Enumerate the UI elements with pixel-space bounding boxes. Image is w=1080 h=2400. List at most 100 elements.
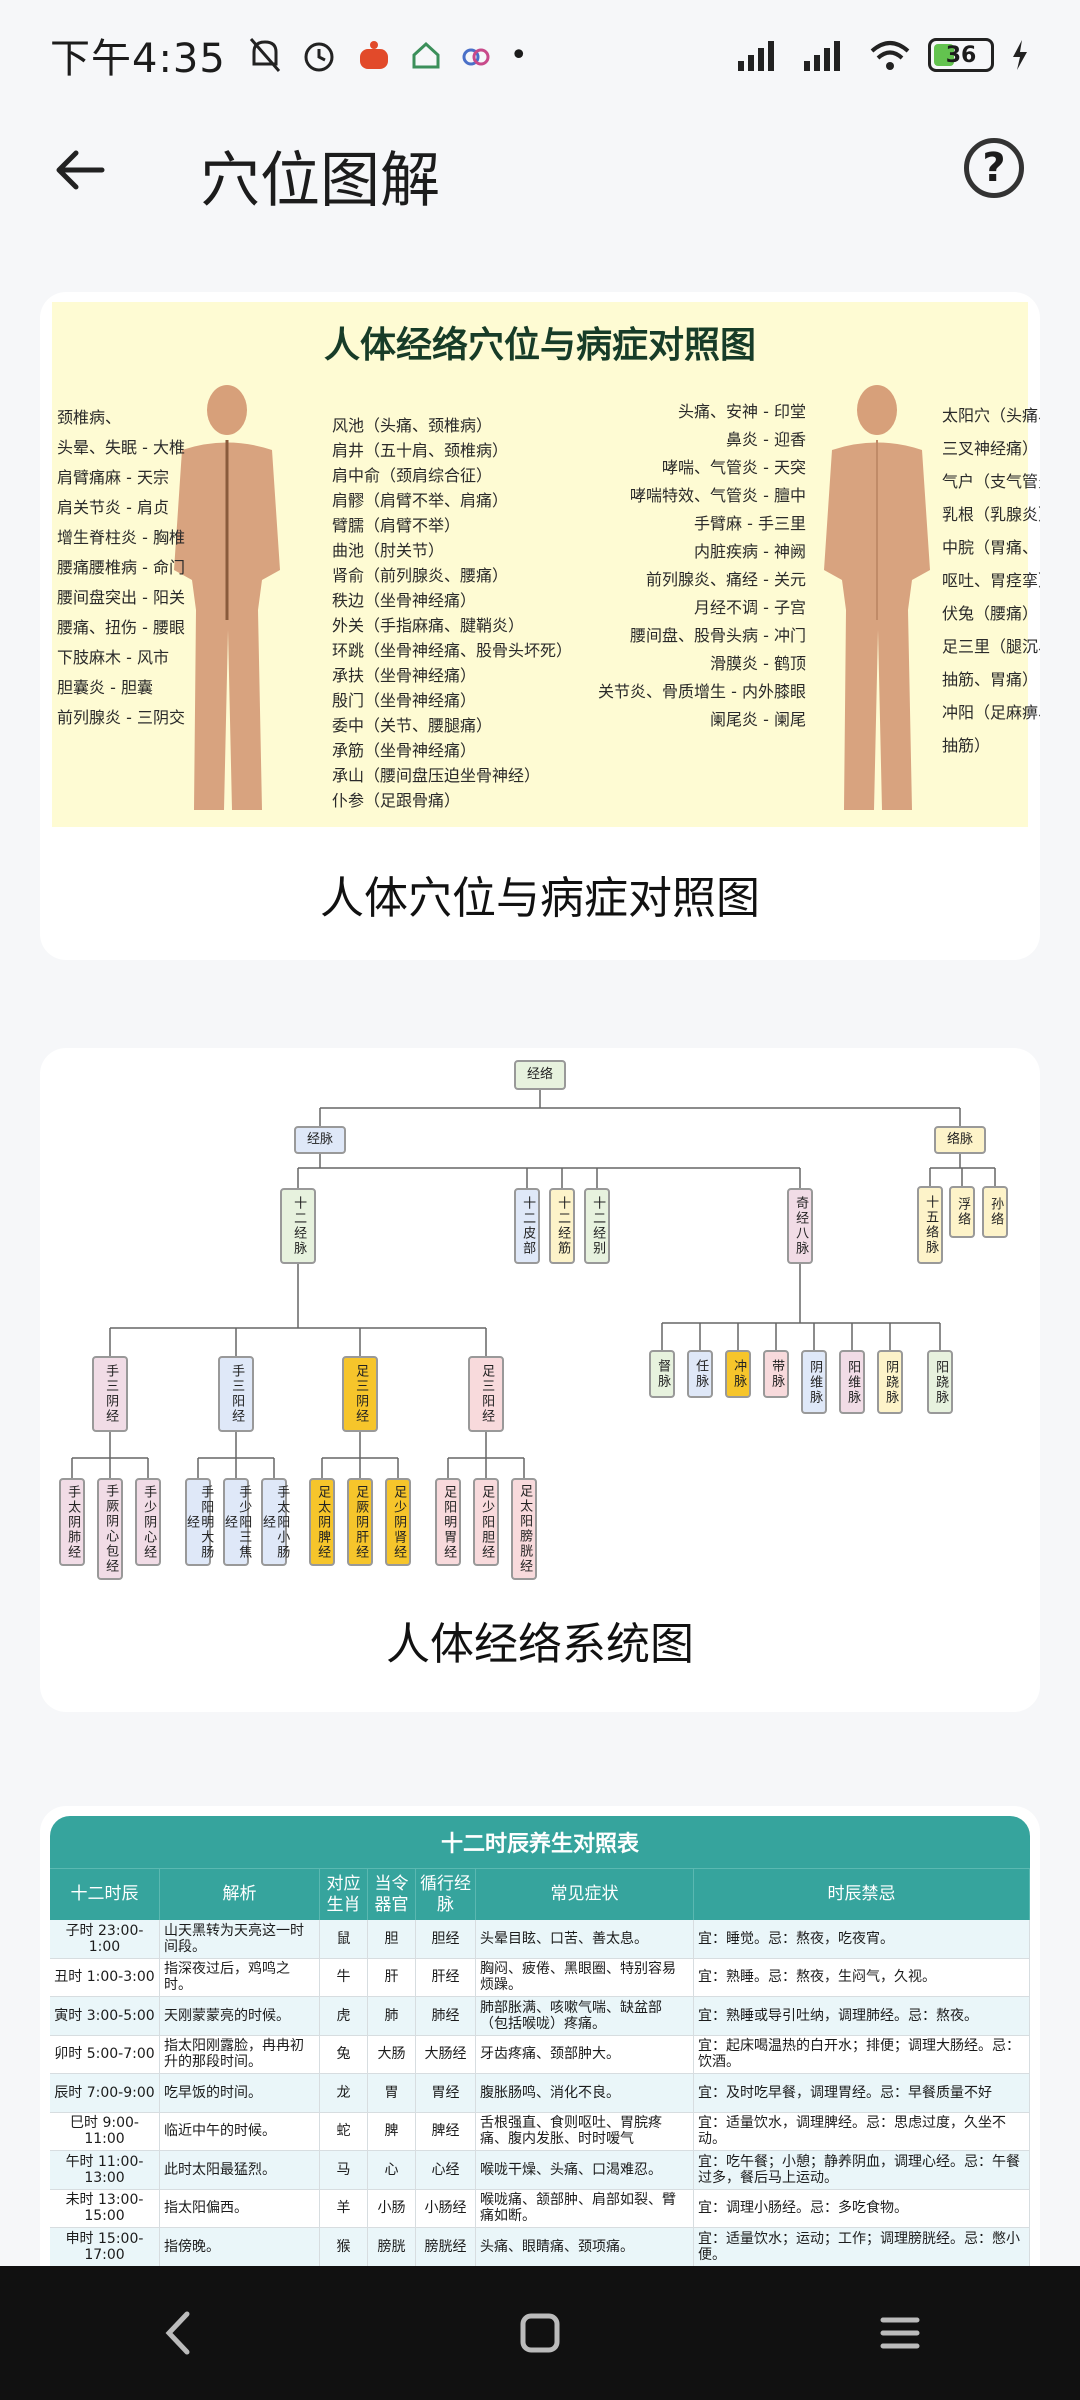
acupoint-image-title: 人体经络穴位与病症对照图: [323, 325, 756, 366]
table-cell: 肺: [368, 1997, 416, 2035]
table-cell: 未时 13:00-15:00: [50, 2189, 160, 2227]
acupoint-label: 肾俞（前列腺炎、腰痛）: [332, 566, 509, 585]
acupoint-label: 足三里（腿沉、: [942, 637, 1040, 656]
tree-connectors: [71, 1088, 996, 1478]
table-cell: 喉咙痛、颔部肿、肩部如裂、臂痛如断。: [476, 2189, 694, 2227]
tree-node: 手少阳三焦经: [222, 1478, 251, 1566]
table-cell: 兔: [320, 2035, 368, 2073]
status-time: 下午4:35: [50, 36, 226, 82]
table-cell: 临近中午的时候。: [160, 2112, 320, 2150]
acupoint-label: 承筋（坐骨神经痛）: [332, 741, 477, 760]
table-cell: 心经: [416, 2151, 476, 2189]
acupoint-label: 委中（关节、腰腿痛）: [332, 716, 493, 735]
help-icon[interactable]: ?: [964, 138, 1024, 198]
charging-icon: [1013, 40, 1027, 70]
tree-node: 手太阴肺经: [59, 1478, 85, 1566]
nav-back-icon[interactable]: [155, 2308, 205, 2358]
table-cell: 肝经: [416, 1958, 476, 1996]
acupoint-label: 肩中俞（颈肩综合征）: [332, 466, 493, 485]
table-cell: 猴: [320, 2228, 368, 2266]
acupoint-label: 臂臑（肩臂不举）: [332, 516, 461, 535]
table-cell: 胸闷、疲倦、黑眼圈、特别容易烦躁。: [476, 1958, 694, 1996]
health-time-table: 十二时辰养生对照表 十二时辰解析对应生肖当令器官循行经脉常见症状时辰禁忌 子时 …: [50, 1816, 1030, 2267]
acupoint-label: 肩髎（肩臂不举、肩痛）: [332, 491, 509, 510]
system-nav-bar: [0, 2266, 1080, 2400]
card-caption: 人体经络系统图: [386, 1619, 694, 1670]
table-cell: 指深夜过后，鸡鸣之时。: [160, 1958, 320, 1996]
acupoint-label: 殷门（坐骨神经痛）: [332, 691, 477, 710]
table-cell: 虎: [320, 1997, 368, 2035]
page-title: 穴位图解: [200, 146, 440, 216]
tree-node: 经脉: [294, 1126, 346, 1154]
tree-node: 十二经别: [584, 1188, 610, 1264]
mute-bell-icon: [249, 38, 280, 72]
table-cell: 山天黑转为天亮这一时间段。: [160, 1920, 320, 1958]
acupoint-label: 前列腺炎 - 三阴交: [57, 708, 185, 727]
table-cell: 小肠经: [416, 2189, 476, 2227]
nav-menu-icon[interactable]: [875, 2308, 925, 2358]
acupoint-label: 风池（头痛、颈椎病）: [332, 416, 493, 435]
acupoint-label: 中脘（胃痛、: [942, 538, 1039, 557]
table-cell: 膀胱: [368, 2228, 416, 2266]
table-cell: 丑时 1:00-3:00: [50, 1958, 160, 1996]
table-cell: 心: [368, 2151, 416, 2189]
table-cell: 宜：调理小肠经。忌：多吃食物。: [694, 2189, 1030, 2227]
table-cell: 卯时 5:00-7:00: [50, 2035, 160, 2073]
table-cell: 胃: [368, 2074, 416, 2112]
tree-node: 阳维脉: [839, 1350, 865, 1414]
table-cell: 脾经: [416, 2112, 476, 2150]
table-cell: 申时 15:00-17:00: [50, 2228, 160, 2266]
table-cell: 鼠: [320, 1920, 368, 1958]
nav-home-icon[interactable]: [515, 2308, 565, 2358]
acupoint-label: 胆囊炎 - 胆囊: [57, 678, 153, 697]
table-header-cell: 时辰禁忌: [694, 1869, 1030, 1920]
table-cell: 此时太阳最猛烈。: [160, 2151, 320, 2189]
acupoint-label: 抽筋、胃痛）: [942, 670, 1039, 689]
body-figure-front: [824, 385, 930, 810]
table-cell: 脾: [368, 2112, 416, 2150]
acupoint-label: 哮喘、气管炎 - 天突: [662, 458, 806, 477]
acupoint-label: 外关（手指麻痛、腱鞘炎）: [332, 616, 525, 635]
acupoint-label: 呕吐、胃痉挛）: [942, 571, 1040, 590]
tree-node: 督脉: [649, 1350, 675, 1398]
table-cell: 子时 23:00-1:00: [50, 1920, 160, 1958]
table-header-cell: 解析: [160, 1869, 320, 1920]
table-cell: 羊: [320, 2189, 368, 2227]
acupoint-label: 腰间盘、股骨头病 - 冲门: [630, 626, 806, 645]
cloud-app-icon: [462, 48, 490, 66]
acupoint-label: 冲阳（足麻痹、: [942, 703, 1040, 722]
table-cell: 辰时 7:00-9:00: [50, 2074, 160, 2112]
tree-node: 手厥阴心包经: [97, 1478, 123, 1580]
acupoint-label: 仆参（足跟骨痛）: [332, 791, 461, 810]
table-cell: 牛: [320, 1958, 368, 1996]
tree-node: 阴跷脉: [877, 1350, 903, 1414]
table-cell: 宜：熟睡或导引吐纳，调理肺经。忌：熬夜。: [694, 1997, 1030, 2035]
table-cell: 胃经: [416, 2074, 476, 2112]
acupoint-chart-card[interactable]: 人体经络穴位与病症对照图 颈椎病、头晕、失眠 - 大椎肩臂痛麻 - 天宗肩关节炎…: [40, 292, 1040, 960]
tree-node: 任脉: [687, 1350, 713, 1398]
tree-node: 络脉: [934, 1126, 986, 1154]
acupoint-label: 肩井（五十肩、颈椎病）: [332, 441, 509, 460]
meridian-system-card[interactable]: 经络经脉络脉十二经脉十二皮部十二经筋十二经别奇经八脉十五络脉浮络孙络手三阴经手三…: [40, 1048, 1040, 1712]
table-cell: 小肠: [368, 2189, 416, 2227]
acupoint-label: 手臂麻 - 手三里: [694, 514, 806, 533]
back-arrow-icon[interactable]: [50, 140, 110, 200]
table-cell: 宜：适量饮水，调理脾经。忌：思虑过度，久坐不动。: [694, 2112, 1030, 2150]
table-cell: 吃早饭的时间。: [160, 2074, 320, 2112]
card-caption: 人体穴位与病症对照图: [320, 873, 760, 924]
more-notifications-dot: •: [509, 37, 528, 73]
acupoint-label: 抽筋）: [942, 736, 991, 755]
tree-node: 手三阳经: [218, 1356, 254, 1432]
tree-node: 足厥阴肝经: [347, 1478, 373, 1566]
tree-node: 手太阳小肠经: [260, 1478, 289, 1566]
table-cell: 头痛、眼睛痛、颈项痛。: [476, 2228, 694, 2266]
table-header-cell: 循行经脉: [416, 1869, 476, 1920]
acupoint-label: 气户（支气管炎）: [942, 472, 1040, 491]
table-cell: 牙齿疼痛、颈部肿大。: [476, 2035, 694, 2073]
acupoint-label: 内脏疾病 - 神阙: [694, 542, 806, 561]
